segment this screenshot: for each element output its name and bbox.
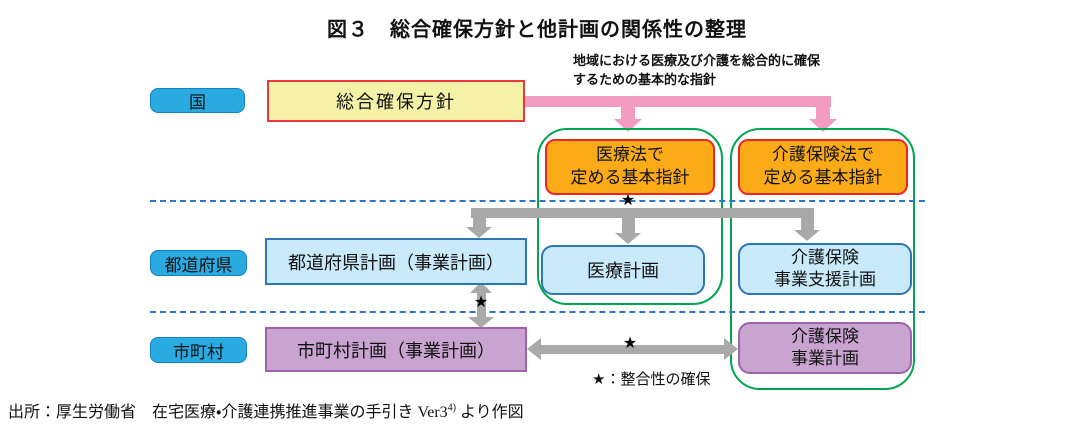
ltc-plan-line1: 介護保険 (791, 326, 859, 346)
gray-connector-bar (471, 208, 814, 218)
pink-arrow-bar (525, 96, 831, 107)
node-ltc-guideline: 介護保険法で 定める基本指針 (738, 139, 908, 195)
gray-arrowhead-pref-icon (466, 227, 492, 238)
vertical-arrowhead-down-icon (468, 317, 494, 328)
pink-arrow-note-line1: 地域における医療及び介護を総合的に確保 (573, 53, 821, 68)
horizontal-arrowhead-right-icon (724, 338, 738, 360)
medical-guideline-line1: 医療法で (596, 145, 664, 165)
node-ltc-plan: 介護保険 事業計画 (738, 322, 912, 374)
figure-title: 図３ 総合確保方針と他計画の関係性の整理 (327, 19, 747, 41)
gray-connector-drop-pref (473, 218, 486, 228)
pink-arrow-drop-ltc (816, 96, 830, 120)
node-muni-plan: 市町村計画（事業計画） (265, 327, 527, 372)
consistency-star-pref-muni: ★ (473, 294, 489, 311)
node-ltc-support-plan: 介護保険 事業支援計画 (738, 243, 912, 295)
gray-arrowhead-medical-plan-icon (615, 233, 641, 244)
ltc-plan-line2: 事業計画 (791, 349, 859, 368)
ltc-guideline-line2: 定める基本指針 (763, 168, 883, 187)
vertical-double-arrow-shaft (477, 292, 486, 318)
medical-guideline-line2: 定める基本指針 (570, 168, 690, 187)
pink-arrow-note: 地域における医療及び介護を総合的に確保 するための基本的な指針 (573, 52, 820, 90)
horizontal-arrowhead-left-icon (527, 338, 541, 360)
pink-arrow-drop-medical (621, 96, 635, 120)
ltc-group-outline (730, 128, 915, 390)
gray-arrowhead-ltc-support-icon (794, 230, 820, 241)
pink-arrow-note-line2: するための基本的な指針 (573, 71, 717, 87)
consistency-star-muni-ltc: ★ (622, 335, 638, 352)
gray-connector-drop-ltc-support (801, 218, 814, 231)
source-suffix: より作図 (456, 404, 524, 421)
horizontal-double-arrow-shaft (541, 345, 724, 354)
level-label-national: 国 (150, 88, 245, 113)
level-label-municipality: 市町村 (150, 337, 247, 363)
star-legend: ★：整合性の確保 (592, 371, 711, 388)
node-pref-plan: 都道府県計画（事業計画） (265, 238, 527, 285)
separator-prefecture-municipality (150, 311, 925, 313)
vertical-arrowhead-up-icon (470, 282, 492, 293)
separator-national-prefecture (150, 200, 925, 202)
source-footnote-marker: 4) (447, 402, 456, 414)
source-note: 出所：厚生労働省 在宅医療・介護連携推進事業の手引き Ver34) より作図 (8, 398, 524, 422)
ltc-support-plan-line2: 事業支援計画 (774, 270, 876, 289)
gray-connector-drop-medical-plan (622, 218, 635, 234)
ltc-support-plan-line1: 介護保険 (791, 247, 859, 267)
node-medical-guideline: 医療法で 定める基本指針 (545, 139, 715, 195)
node-sogo-policy: 総合確保方針 (267, 80, 525, 122)
node-medical-plan: 医療計画 (541, 245, 705, 295)
ltc-guideline-line1: 介護保険法で (772, 145, 874, 165)
source-text: 出所：厚生労働省 在宅医療・介護連携推進事業の手引き Ver3 (8, 404, 448, 421)
consistency-star-medical: ★ (620, 192, 636, 209)
level-label-prefecture: 都道府県 (150, 250, 247, 276)
